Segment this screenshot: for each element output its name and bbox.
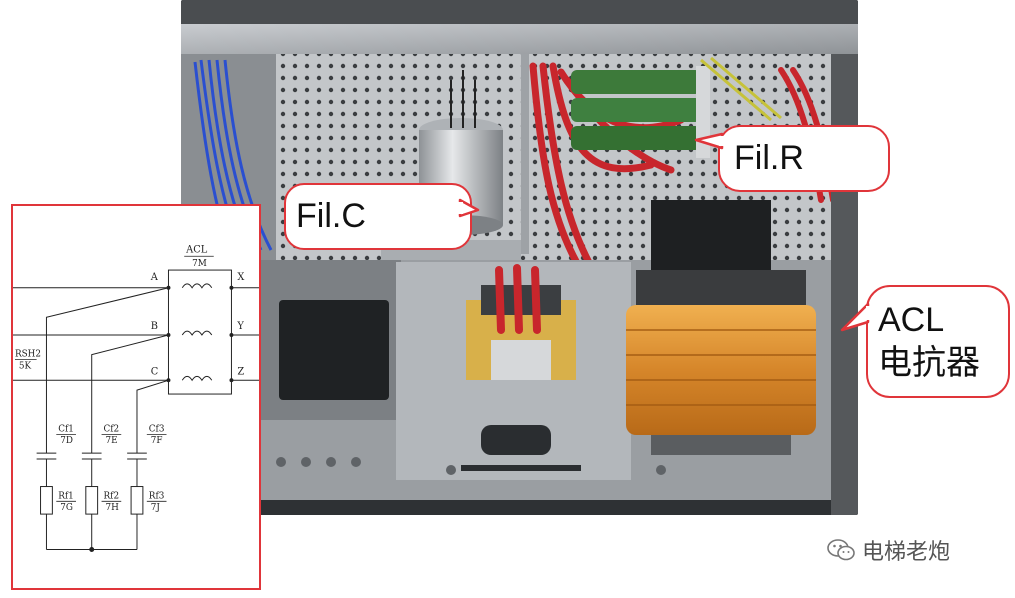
reactor-ref: 7M xyxy=(192,259,207,269)
filter-schematic: ACL 7M A B C X Y Z RSH2 5K Cf1 7D Cf2 7E… xyxy=(11,204,261,590)
terminal-c: C xyxy=(151,366,159,377)
terminal-x: X xyxy=(237,272,244,283)
cabinet-photo xyxy=(181,0,858,515)
cabinet-photo-drawing xyxy=(181,0,858,515)
res-ref-3: 7J xyxy=(151,503,161,513)
callout-acl-line2: 电抗器 xyxy=(878,343,980,382)
watermark: 电梯老炮 xyxy=(826,534,950,566)
left-ref: 5K xyxy=(19,361,32,371)
terminal-z: Z xyxy=(237,366,244,377)
cap-label-1: Cf1 xyxy=(58,424,74,434)
reactor-label: ACL xyxy=(185,244,208,255)
terminal-y: Y xyxy=(236,321,244,332)
watermark-text: 电梯老炮 xyxy=(862,540,951,565)
res-ref-1: 7G xyxy=(60,503,73,513)
callout-fil-c: Fil.C xyxy=(284,183,472,250)
callout-fil-r-tail xyxy=(694,132,724,150)
res-label-3: Rf3 xyxy=(149,491,165,501)
cap-label-3: Cf3 xyxy=(149,424,165,434)
callout-fil-r: Fil.R xyxy=(718,125,890,192)
cap-ref-2: 7E xyxy=(105,436,117,446)
res-ref-2: 7H xyxy=(105,503,119,513)
callout-acl-tail xyxy=(840,302,870,332)
filter-schematic-drawing: ACL 7M A B C X Y Z RSH2 5K Cf1 7D Cf2 7E… xyxy=(13,244,259,552)
callout-acl: ACL 电抗器 xyxy=(866,285,1010,398)
cap-ref-3: 7F xyxy=(151,436,163,446)
terminal-a: A xyxy=(150,272,159,283)
callout-acl-line1: ACL xyxy=(878,301,945,339)
left-label: RSH2 xyxy=(15,350,41,360)
res-label-2: Rf2 xyxy=(104,491,120,501)
wechat-icon xyxy=(827,539,855,561)
callout-fil-c-tail xyxy=(458,198,480,218)
callout-fil-c-text: Fil.C xyxy=(296,197,366,235)
cap-label-2: Cf2 xyxy=(104,424,120,434)
cap-ref-1: 7D xyxy=(60,436,73,446)
terminal-b: B xyxy=(151,321,158,332)
callout-fil-r-text: Fil.R xyxy=(734,139,804,177)
res-label-1: Rf1 xyxy=(58,491,74,501)
